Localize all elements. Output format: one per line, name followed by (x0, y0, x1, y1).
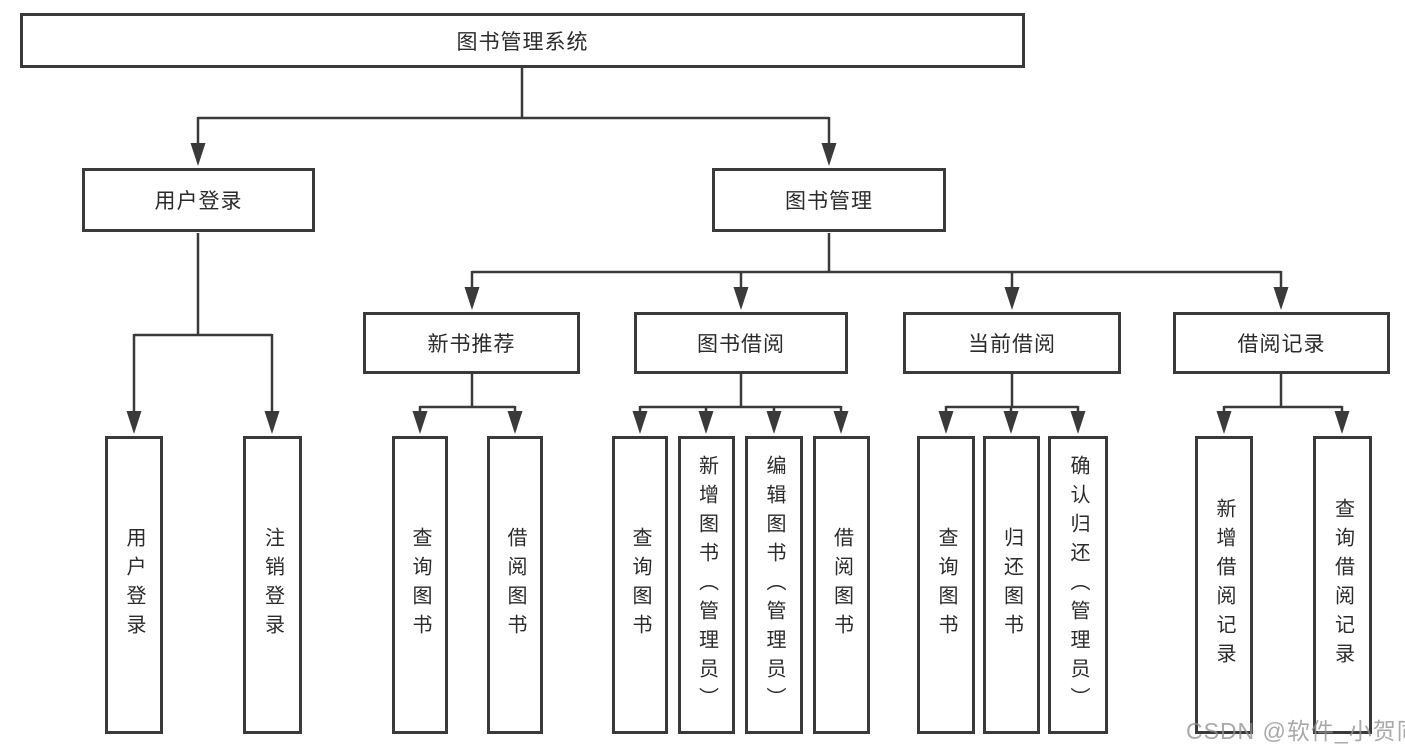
leaf-label: 注销登录 (261, 527, 284, 643)
node-current-borrowing: 当前借阅 (903, 312, 1121, 374)
node-book-borrowing: 图书借阅 (634, 312, 848, 374)
leaf-label: 查询图书 (409, 527, 431, 643)
leaf-query-books-borrow: 查询图书 (612, 436, 668, 734)
leaf-label: 确认归还（管理员） (1067, 454, 1089, 716)
leaf-label: 查询图书 (629, 527, 651, 643)
leaf-label: 查询借阅记录 (1331, 498, 1354, 672)
leaf-add-books-admin: 新增图书（管理员） (678, 436, 735, 734)
csdn-watermark: CSDN @软件_小贺同学 (1186, 718, 1405, 744)
leaf-label: 归还图书 (1000, 527, 1023, 643)
leaf-label: 查询图书 (935, 527, 957, 643)
leaf-label: 借阅图书 (830, 527, 853, 643)
leaf-query-books-recommend: 查询图书 (392, 436, 448, 734)
leaf-label: 新增借阅记录 (1213, 498, 1235, 672)
leaf-borrow-books-recommend: 借阅图书 (487, 436, 543, 734)
leaf-add-borrow-record: 新增借阅记录 (1195, 436, 1253, 734)
leaf-label: 借阅图书 (504, 527, 526, 643)
leaf-label: 编辑图书（管理员） (763, 454, 785, 716)
leaf-borrow-books: 借阅图书 (813, 436, 870, 734)
node-new-book-recommendation: 新书推荐 (363, 312, 580, 374)
leaf-query-books-current: 查询图书 (917, 436, 975, 734)
node-borrowing-records: 借阅记录 (1173, 312, 1390, 374)
leaf-query-borrow-record: 查询借阅记录 (1313, 436, 1372, 734)
node-library-management-system: 图书管理系统 (20, 13, 1025, 68)
leaf-label: 用户登录 (123, 527, 145, 643)
leaf-confirm-return-admin: 确认归还（管理员） (1048, 436, 1108, 734)
leaf-logout: 注销登录 (243, 436, 302, 734)
leaf-user-login: 用户登录 (105, 436, 163, 734)
leaf-edit-books-admin: 编辑图书（管理员） (745, 436, 803, 734)
node-user-login: 用户登录 (82, 168, 315, 232)
leaf-return-books: 归还图书 (983, 436, 1040, 734)
leaf-label: 新增图书（管理员） (695, 454, 718, 716)
node-book-management: 图书管理 (712, 168, 946, 232)
